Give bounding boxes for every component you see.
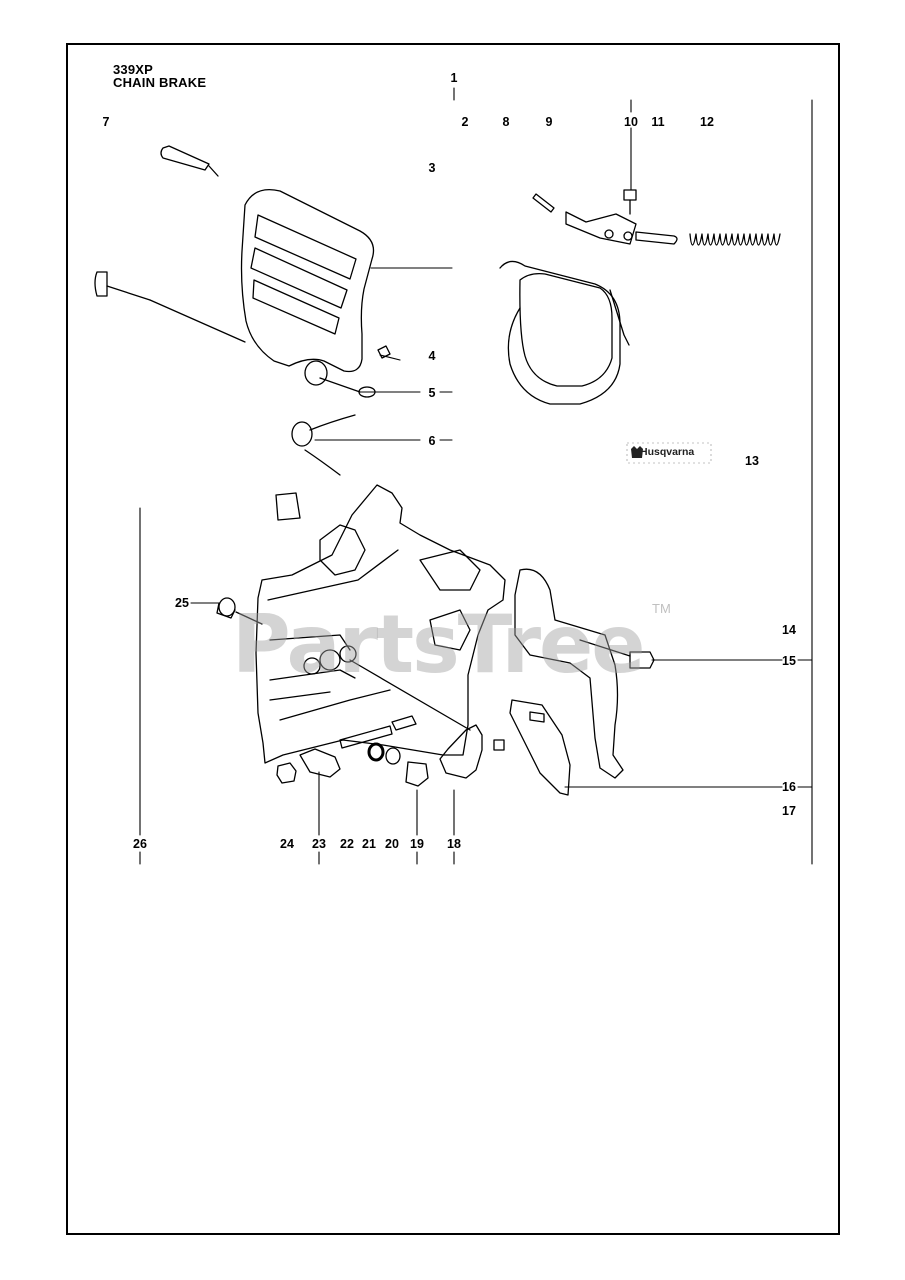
callout-17: 17 [782,804,796,818]
part-4-clip [377,345,391,359]
callout-12: 12 [700,115,714,129]
model-number: 339XP [113,62,154,77]
callout-2: 2 [461,115,469,129]
callout-20: 20 [385,837,399,851]
section-title: CHAIN BRAKE [113,75,207,90]
callout-24: 24 [280,837,294,851]
callout-18: 18 [447,837,461,851]
callout-16: 16 [782,780,796,794]
callout-3: 3 [428,161,436,175]
watermark-trademark: TM [652,601,671,616]
part-9-knee-joint [565,211,637,245]
callout-9: 9 [545,115,553,129]
callout-8: 8 [502,115,510,129]
part-25-bushing [216,597,263,625]
part-21-o-ring [367,742,385,762]
callout-11: 11 [651,115,665,129]
part-7-pin [160,145,219,177]
callout-15: 15 [782,654,796,668]
callout-6: 6 [428,434,436,448]
husqvarna-logo [626,441,712,465]
callout-4: 4 [428,349,436,363]
leader-lines [139,87,813,865]
brand-logo-text: Husqvarna [640,446,695,458]
part-14-guide-plate [514,568,624,779]
callout-22: 22 [340,837,354,851]
part-3-hand-guard [240,188,375,386]
part-1-brake-band [499,260,630,405]
part-20-washer [385,747,401,765]
part-18-chain-catcher [349,659,505,779]
part-16-chain-guard-plate [509,699,571,796]
watermark: PartsTree [232,598,646,691]
part-6-spring [291,414,356,476]
husqvarna-crown-icon [626,442,712,464]
callout-7: 7 [102,115,110,129]
callout-19: 19 [410,837,424,851]
part-12-spring [689,233,781,246]
part-24-nut [276,762,297,784]
callout-10: 10 [624,115,638,129]
part-22-adjuster-screw [339,715,417,749]
callout-21: 21 [362,837,376,851]
callout-5: 5 [428,386,436,400]
callout-1: 1 [450,71,458,85]
part-11-rod [635,231,678,245]
part-2-pivot-bolt [94,271,246,343]
part-26-clutch-cover [255,484,506,764]
part-15-bolt [579,639,655,669]
callout-23: 23 [312,837,326,851]
part-10-screw [623,189,637,215]
part-8-pin [532,193,555,213]
callout-14: 14 [782,623,796,637]
callout-13: 13 [745,454,759,468]
part-5-washer [319,377,376,398]
part-19-nut [405,761,429,787]
part-23-tensioner [299,748,341,778]
callout-26: 26 [133,837,147,851]
drawing-frame [66,43,840,1235]
callout-25: 25 [175,596,189,610]
